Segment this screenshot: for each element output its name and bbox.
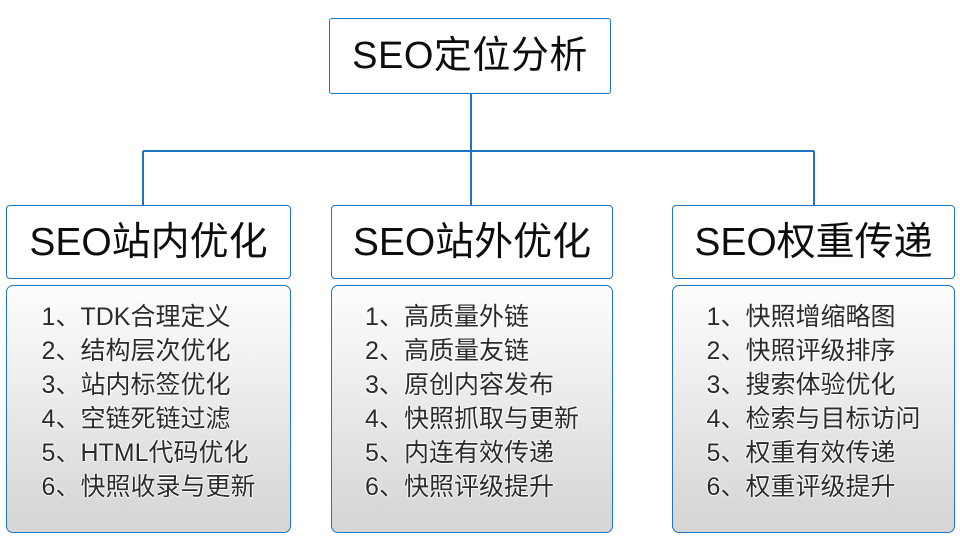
branch-list-2: 1、高质量外链 2、高质量友链 3、原创内容发布 4、快照抓取与更新 5、内连有… (365, 300, 579, 504)
branch-title-2: SEO站外优化 (352, 220, 592, 264)
branch-column-2: SEO站外优化 1、高质量外链 2、高质量友链 3、原创内容发布 4、快照抓取与… (331, 205, 613, 533)
branch-column-3: SEO权重传递 1、快照增缩略图 2、快照评级排序 3、搜索体验优化 4、检索与… (672, 205, 955, 533)
list-item: 2、高质量友链 (365, 337, 529, 365)
branch-title-1: SEO站内优化 (29, 220, 268, 264)
branch-column-1: SEO站内优化 1、TDK合理定义 2、结构层次优化 3、站内标签优化 4、空链… (6, 205, 291, 533)
list-item: 6、快照收录与更新 (41, 473, 256, 501)
list-item: 3、站内标签优化 (41, 371, 231, 399)
branch-body-1: 1、TDK合理定义 2、结构层次优化 3、站内标签优化 4、空链死链过滤 5、H… (6, 285, 291, 533)
branch-body-2: 1、高质量外链 2、高质量友链 3、原创内容发布 4、快照抓取与更新 5、内连有… (331, 285, 613, 533)
list-item: 1、快照增缩略图 (706, 303, 896, 331)
root-node[interactable]: SEO定位分析 (329, 18, 611, 94)
branch-header-2[interactable]: SEO站外优化 (331, 205, 613, 279)
list-item: 5、内连有效传递 (365, 439, 554, 467)
list-item: 5、权重有效传递 (706, 439, 896, 467)
list-item: 4、快照抓取与更新 (365, 405, 579, 433)
list-item: 1、高质量外链 (365, 303, 529, 331)
branch-title-3: SEO权重传递 (694, 220, 933, 264)
branch-body-3: 1、快照增缩略图 2、快照评级排序 3、搜索体验优化 4、检索与目标访问 5、权… (672, 285, 955, 533)
list-item: 2、快照评级排序 (706, 337, 896, 365)
list-item: 6、快照评级提升 (365, 473, 554, 501)
list-item: 3、搜索体验优化 (706, 371, 896, 399)
branch-header-3[interactable]: SEO权重传递 (672, 205, 955, 279)
list-item: 2、结构层次优化 (41, 337, 231, 365)
root-node-title: SEO定位分析 (352, 35, 588, 77)
list-item: 1、TDK合理定义 (41, 303, 231, 331)
branch-list-3: 1、快照增缩略图 2、快照评级排序 3、搜索体验优化 4、检索与目标访问 5、权… (707, 300, 921, 504)
list-item: 6、权重评级提升 (706, 473, 896, 501)
branch-list-1: 1、TDK合理定义 2、结构层次优化 3、站内标签优化 4、空链死链过滤 5、H… (42, 300, 256, 504)
branch-header-1[interactable]: SEO站内优化 (6, 205, 291, 279)
list-item: 4、空链死链过滤 (41, 405, 231, 433)
list-item: 3、原创内容发布 (365, 371, 554, 399)
list-item: 5、HTML代码优化 (41, 439, 249, 467)
list-item: 4、检索与目标访问 (706, 405, 921, 433)
